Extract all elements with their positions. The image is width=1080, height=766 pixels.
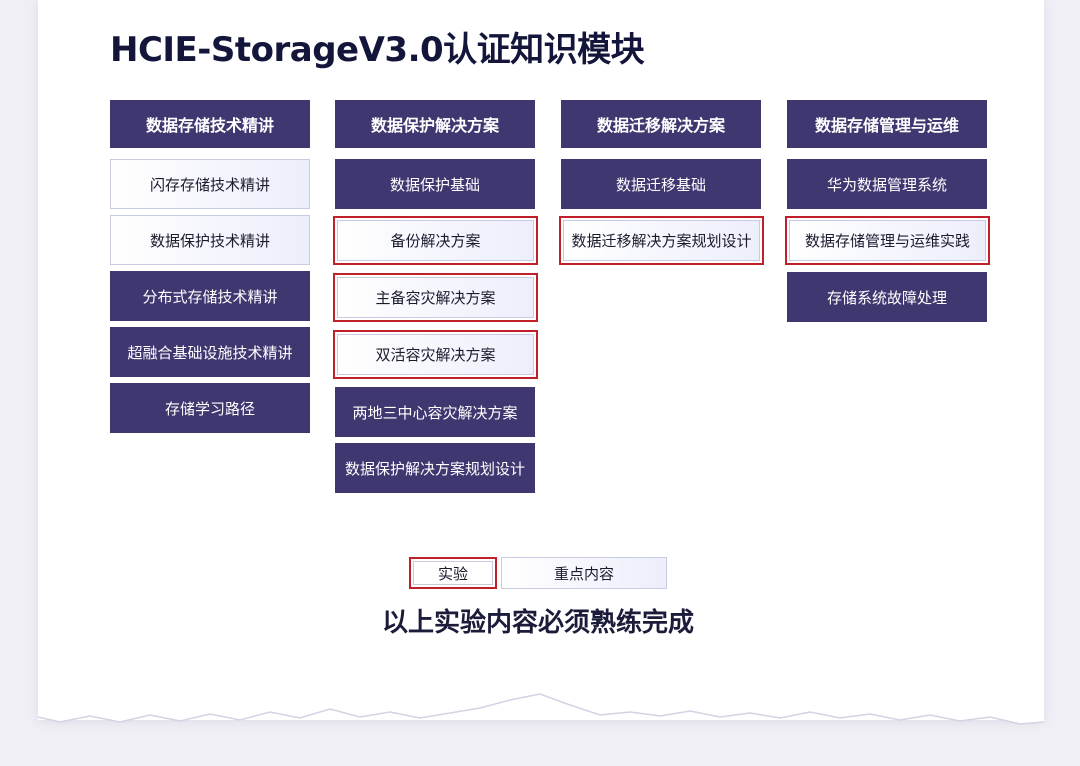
page-title: HCIE-StorageV3.0认证知识模块 [110,30,645,70]
legend-key-content-marker: 重点内容 [501,557,667,589]
module-box: 存储系统故障处理 [787,272,987,322]
column-header-storage-ops: 数据存储管理与运维 [787,100,987,148]
module-box: 数据保护基础 [335,159,535,209]
module-box: 超融合基础设施技术精讲 [110,327,310,377]
lab-module-box: 双活容灾解决方案 [333,330,538,379]
module-box: 数据迁移基础 [561,159,761,209]
lab-module-box: 备份解决方案 [333,216,538,265]
module-box: 存储学习路径 [110,383,310,433]
module-box: 数据保护技术精讲 [110,215,310,265]
column-header-data-protection: 数据保护解决方案 [335,100,535,148]
module-box: 数据保护解决方案规划设计 [335,443,535,493]
column-header-storage-tech: 数据存储技术精讲 [110,100,310,148]
module-box: 两地三中心容灾解决方案 [335,387,535,437]
lab-module-box: 数据迁移解决方案规划设计 [559,216,764,265]
module-box: 分布式存储技术精讲 [110,271,310,321]
module-box: 闪存存储技术精讲 [110,159,310,209]
legend-lab-marker: 实验 [409,557,497,589]
footer-note: 以上实验内容必须熟练完成 [381,608,694,638]
lab-module-box: 数据存储管理与运维实践 [785,216,990,265]
column-header-data-migration: 数据迁移解决方案 [561,100,761,148]
torn-paper-edge [37,684,1045,725]
lab-module-box: 主备容灾解决方案 [333,273,538,322]
module-box: 华为数据管理系统 [787,159,987,209]
